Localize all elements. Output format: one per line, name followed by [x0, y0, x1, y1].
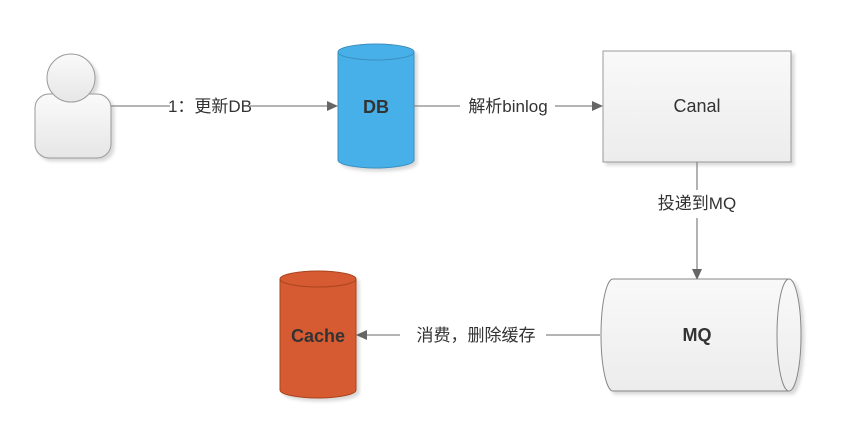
edge-mq-to-cache: 消费，删除缓存	[356, 326, 600, 345]
edge-label-deliver-mq: 投递到MQ	[658, 194, 736, 213]
db-cylinder[interactable]	[337, 43, 415, 169]
edge-label-consume-delete-cache: 消费，删除缓存	[417, 326, 536, 345]
db-label: DB	[363, 97, 389, 117]
edge-label-parse-binlog: 解析binlog	[468, 97, 547, 116]
cache-label: Cache	[291, 326, 345, 346]
edge-label-update-db: 1：更新DB	[168, 97, 252, 116]
edge-canal-to-mq: 投递到MQ	[658, 162, 736, 280]
edge-user-to-db: 1：更新DB	[111, 97, 338, 116]
mq-cylinder[interactable]	[600, 278, 802, 392]
user-icon	[34, 53, 112, 159]
edge-db-to-canal: 解析binlog	[414, 97, 603, 116]
canal-label: Canal	[673, 96, 720, 116]
mq-label: MQ	[683, 325, 712, 345]
cache-cylinder[interactable]	[279, 270, 357, 399]
